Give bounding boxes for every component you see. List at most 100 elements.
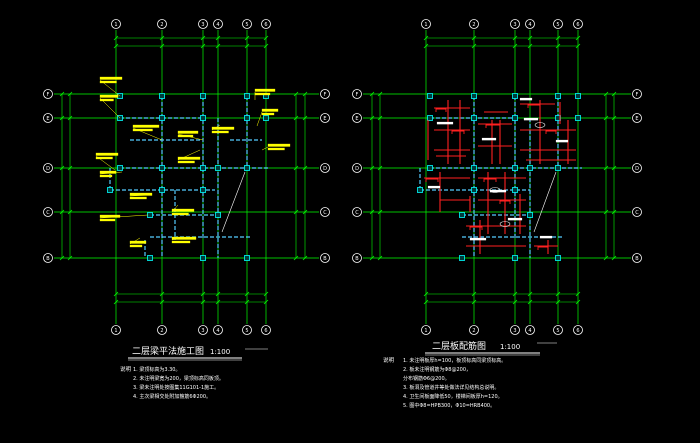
axis-bubble: [510, 19, 520, 29]
axis-bubble: [111, 19, 121, 29]
axis-bubble: [157, 19, 167, 29]
beam-annotation-text: [254, 88, 276, 92]
axis-bubble: [352, 253, 362, 263]
rebar-label: [555, 139, 569, 143]
axis-bubble: [320, 113, 330, 123]
slab-thickness-symbol: [534, 122, 546, 128]
axis-bubble-label: B: [323, 256, 327, 262]
axis-bubble: [43, 163, 53, 173]
axis-bubble: [352, 89, 362, 99]
axis-bubble-label: 4: [528, 328, 531, 334]
structural-column: [244, 255, 250, 261]
rebar-label: [539, 235, 553, 239]
axis-bubble-label: C: [323, 210, 327, 216]
axis-bubble: [320, 207, 330, 217]
slab-thickness-symbol: [499, 221, 511, 227]
structural-column: [512, 187, 518, 193]
structural-column: [471, 115, 477, 121]
axis-bubble: [43, 207, 53, 217]
axis-bubble: [320, 163, 330, 173]
rebar-hook: [499, 200, 511, 204]
beam-plan-note: 1. 梁顶标高为3.30。: [133, 366, 181, 373]
structural-column: [427, 115, 433, 121]
axis-bubble: [352, 113, 362, 123]
beam-annotation-text: [177, 160, 195, 164]
structural-column: [555, 93, 561, 99]
axis-bubble-label: D: [635, 166, 639, 172]
axis-bubble-label: E: [355, 116, 358, 122]
axis-bubble: [525, 19, 535, 29]
axis-bubble-label: C: [46, 210, 50, 216]
beam-annotation-leader: [256, 111, 263, 127]
slab-plan-note: 2. 板未注明钢筋为Φ8@200，: [403, 366, 471, 373]
axis-bubble-label: 6: [264, 22, 267, 28]
axis-bubble-label: 3: [513, 328, 516, 334]
structural-column: [263, 115, 269, 121]
slab-plan-scale: 1:100: [500, 343, 520, 351]
axis-bubble: [469, 325, 479, 335]
axis-bubble-label: F: [324, 92, 327, 98]
structural-column: [512, 165, 518, 171]
axis-bubble: [573, 325, 583, 335]
axis-bubble: [213, 19, 223, 29]
slab-plan-title-block: 二层板配筋图 1:100 说明 1. 未注明板厚h=100，板顶标高同梁顶标高。…: [383, 340, 540, 409]
structural-column: [512, 255, 518, 261]
structural-column: [200, 115, 206, 121]
beam-annotation-text: [129, 196, 147, 200]
structural-column: [244, 93, 250, 99]
axis-bubble-label: 6: [576, 328, 579, 334]
rebar-label: [519, 97, 533, 101]
structural-column: [527, 212, 533, 218]
rebar-label: [427, 185, 441, 189]
axis-bubble-label: 6: [576, 22, 579, 28]
slab-thickness-symbol: [489, 187, 501, 193]
structural-column: [200, 255, 206, 261]
axis-bubble-label: 2: [472, 328, 475, 334]
beam-annotation-text: [132, 124, 160, 128]
rebar-label: [481, 137, 497, 141]
beam-annotation-text: [261, 108, 279, 112]
axis-bubble: [553, 19, 563, 29]
beam-plan-title-block: 二层梁平法施工图 1:100 说明 1. 梁顶标高为3.30。 2. 未注明梁宽…: [120, 345, 242, 400]
rebar-hook: [527, 104, 541, 108]
axis-bubble: [632, 89, 642, 99]
axis-bubble-label: 4: [216, 22, 219, 28]
structural-column: [159, 187, 165, 193]
axis-bubble-label: 5: [245, 22, 248, 28]
beam-annotation-text: [254, 92, 271, 96]
axis-bubble: [469, 19, 479, 29]
axis-bubble-label: E: [635, 116, 638, 122]
axis-bubble-label: D: [323, 166, 327, 172]
rebar-hook: [483, 178, 497, 182]
structural-column: [575, 115, 581, 121]
beam-annotation-text: [95, 156, 113, 160]
axis-bubble: [43, 89, 53, 99]
beam-annotation-text: [99, 174, 113, 178]
axis-bubble-label: D: [355, 166, 359, 172]
axis-bubble: [43, 253, 53, 263]
axis-bubble-label: E: [46, 116, 49, 122]
structural-column: [555, 165, 561, 171]
axis-bubble-label: B: [635, 256, 639, 262]
slab-plan-title: 二层板配筋图: [432, 340, 486, 352]
beam-plan-note: 3. 梁未注明处按图集11G101-1施工。: [133, 384, 219, 391]
beam-annotation-text: [99, 98, 114, 102]
axis-bubble-label: 5: [556, 22, 559, 28]
axis-bubble-label: 4: [528, 22, 531, 28]
axis-bubble: [510, 325, 520, 335]
beam-annotation-text: [129, 240, 147, 244]
beam-annotation-text: [171, 212, 189, 216]
axis-bubble: [573, 19, 583, 29]
axis-bubble: [157, 325, 167, 335]
rebar-hook: [469, 226, 483, 230]
rebar-hook: [545, 130, 557, 134]
rebar-hook: [451, 130, 465, 134]
stair-break-line: [533, 171, 557, 233]
axis-bubble-label: 5: [556, 328, 559, 334]
beam-plan-note: 4. 主次梁相交处附加箍筋6Φ200。: [133, 393, 211, 400]
axis-bubble: [421, 325, 431, 335]
rebar-label: [507, 217, 523, 221]
structural-column: [527, 165, 533, 171]
